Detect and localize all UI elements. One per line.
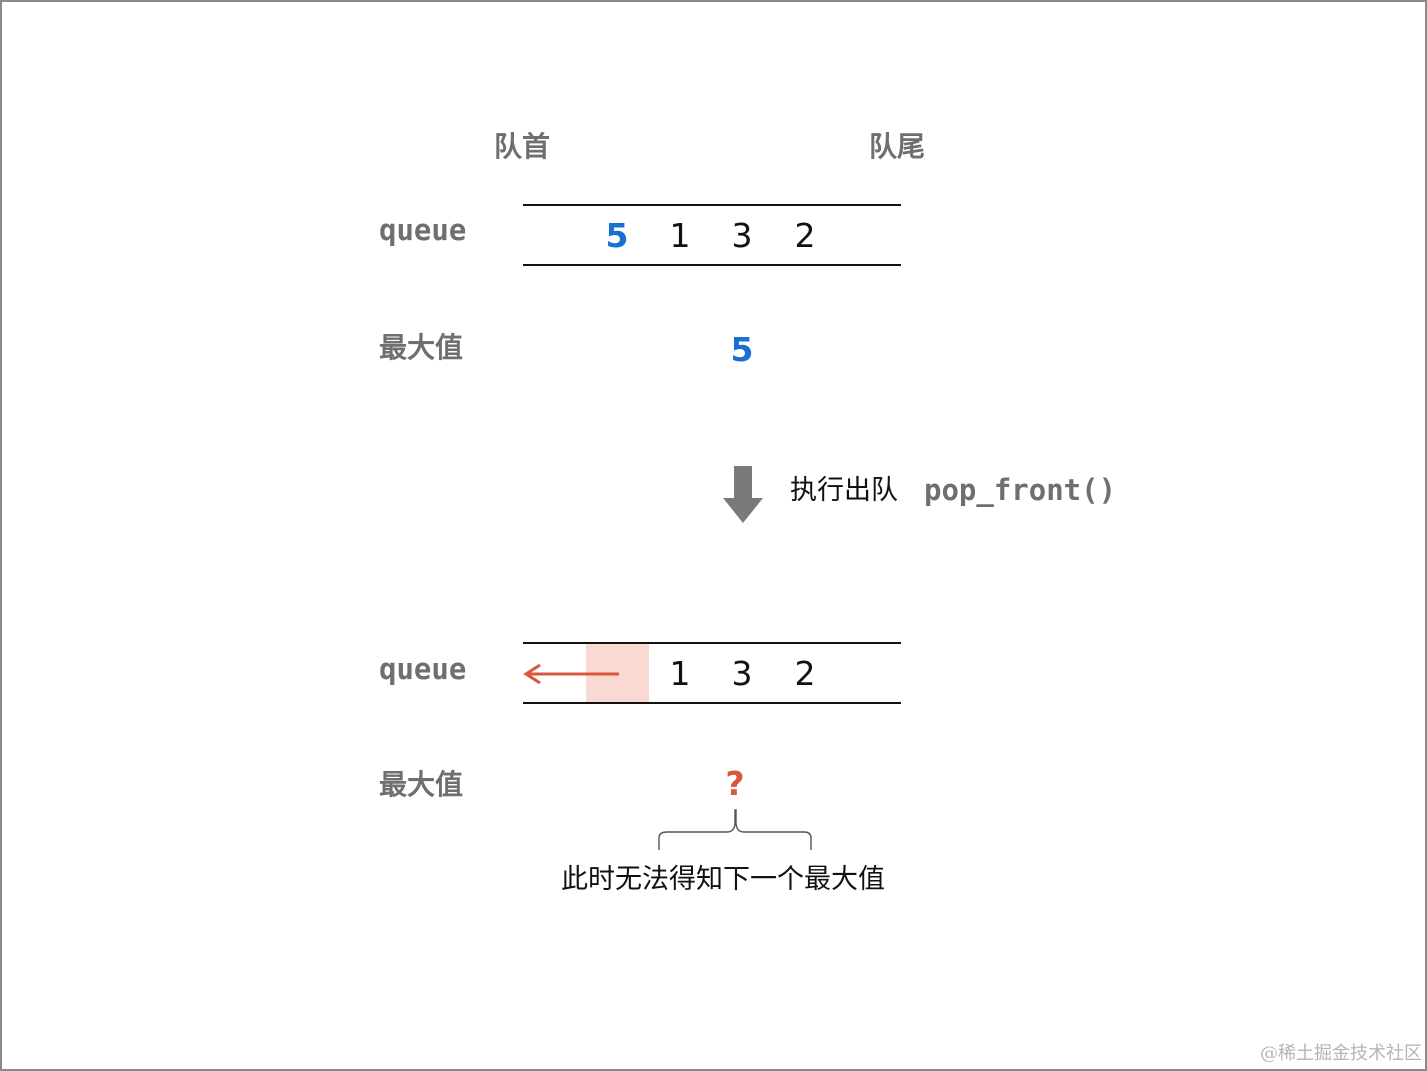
queue-item-before: 5 xyxy=(605,216,629,255)
left-arrow-icon xyxy=(523,663,619,685)
operation-caption: 执行出队 xyxy=(790,475,898,506)
queue-item-after: 2 xyxy=(794,654,816,693)
front-label: 队首 xyxy=(494,130,551,163)
down-arrow-icon xyxy=(723,466,763,523)
queue-top-border-after xyxy=(523,642,901,644)
queue-item-after: 1 xyxy=(669,654,691,693)
max-label-before: 最大值 xyxy=(379,331,464,364)
queue-label-before: queue xyxy=(379,213,467,247)
max-value-before: 5 xyxy=(730,330,754,369)
watermark: @稀土掘金技术社区 xyxy=(1260,1043,1422,1064)
queue-top-border-before xyxy=(523,204,901,206)
max-value-unknown: ? xyxy=(725,764,745,803)
rear-label: 队尾 xyxy=(869,130,926,163)
queue-bottom-border-after xyxy=(523,702,901,704)
queue-item-before: 2 xyxy=(794,216,816,255)
queue-item-after: 3 xyxy=(731,654,753,693)
curly-brace xyxy=(658,809,812,850)
operation-code: pop_front() xyxy=(924,473,1117,507)
queue-bottom-border-before xyxy=(523,264,901,266)
queue-item-before: 3 xyxy=(731,216,753,255)
queue-item-before: 1 xyxy=(669,216,691,255)
max-label-after: 最大值 xyxy=(379,768,464,801)
note-text: 此时无法得知下一个最大值 xyxy=(561,864,885,895)
queue-label-after: queue xyxy=(379,652,467,686)
